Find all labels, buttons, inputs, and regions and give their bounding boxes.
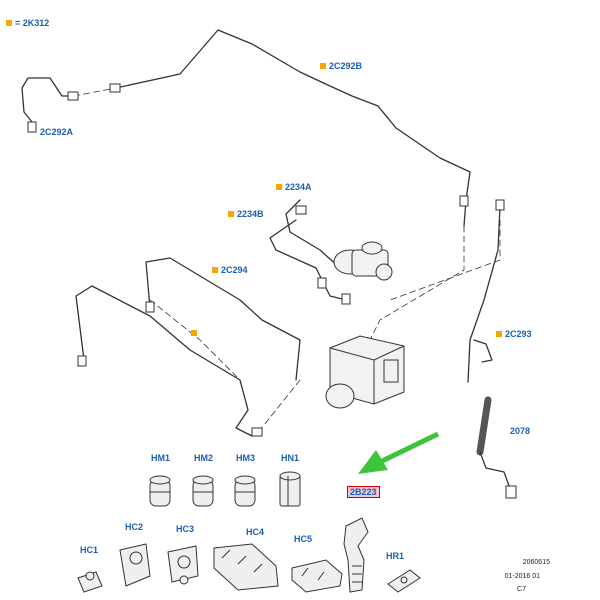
pipe-2c294-b (75, 285, 253, 437)
label-hm1: HM1 (151, 453, 171, 463)
fitting (145, 301, 155, 313)
pipe-2c293-loop (473, 339, 493, 363)
clip-hc1 (77, 571, 103, 593)
footer-ref-3: C7 (517, 586, 526, 593)
clip-hc4 (213, 543, 279, 591)
marker-icon (276, 183, 282, 190)
master-cylinder (333, 241, 393, 281)
pipe-2c292b (115, 29, 471, 227)
label-2c293: 2C293 (496, 329, 532, 339)
pipe-2c292a (21, 77, 75, 123)
pipe-2c294 (145, 257, 301, 381)
marker-icon (228, 210, 234, 217)
marker-icon (191, 329, 197, 336)
fitting (505, 485, 517, 499)
clip-hr1 (387, 569, 421, 593)
pipe-2234b (269, 219, 347, 301)
grommet-hm3 (234, 475, 256, 507)
label-2078: 2078 (510, 426, 530, 436)
footer-ref-1: 2060615 (522, 559, 550, 566)
grommet-hm2 (192, 475, 214, 507)
abs-module (325, 335, 405, 409)
footer-ref-2: 01-2016 01 (504, 573, 540, 580)
label-text: 2234B (237, 209, 264, 219)
label-hn1: HN1 (281, 453, 300, 463)
fitting (341, 293, 351, 305)
pointer-arrow (358, 431, 440, 474)
label-text: 2C292A (40, 127, 74, 137)
label-2234b: 2234B (228, 209, 264, 219)
label-hc1: HC1 (80, 545, 99, 555)
label-hm3: HM3 (236, 453, 256, 463)
routing-dashed-line (259, 379, 301, 431)
fitting (109, 83, 121, 93)
label-text: 2C294 (221, 265, 248, 275)
nut-hn1 (279, 471, 301, 507)
routing-dashed-line (389, 219, 501, 301)
label-text: 2078 (510, 426, 531, 436)
marker-icon (212, 266, 218, 273)
marker-icon (320, 62, 326, 69)
clip-hc2 (119, 543, 151, 587)
label-2234a: 2234A (276, 182, 312, 192)
label-hm2: HM2 (194, 453, 214, 463)
hose-2078 (476, 396, 492, 456)
routing-dashed-line (73, 87, 117, 97)
label-text: 2C292B (329, 61, 363, 71)
hose-2078-end (479, 451, 513, 495)
grommet-hm1 (149, 475, 171, 507)
clip-hc3 (167, 545, 199, 585)
label-hr1: HR1 (386, 551, 405, 561)
fitting (251, 427, 263, 437)
fitting (495, 199, 505, 211)
label-text: 2234A (285, 182, 312, 192)
fitting (295, 205, 307, 215)
fitting (27, 121, 37, 133)
fitting (459, 195, 469, 207)
pipe-2c293 (467, 205, 501, 383)
label-2c294: 2C294 (212, 265, 248, 275)
highlighted-part-label: 2B223 (347, 486, 380, 498)
marker-icon (6, 19, 12, 26)
legend-text: = 2K312 (15, 18, 50, 28)
pipe-2234a (285, 199, 341, 269)
label-2c292a: 2C292A (40, 127, 73, 137)
unlabeled-marker (191, 328, 200, 338)
bracket-2b223 (343, 517, 369, 593)
label-hc2: HC2 (125, 522, 144, 532)
fitting (317, 277, 327, 289)
label-text: 2C293 (505, 329, 532, 339)
label-2c292b: 2C292B (320, 61, 362, 71)
label-hc3: HC3 (176, 524, 195, 534)
routing-dashed-line (149, 299, 241, 381)
fitting (77, 355, 87, 367)
clip-hc5 (291, 559, 343, 593)
fitting (67, 91, 79, 101)
label-hc4: HC4 (246, 527, 265, 537)
label-hc5: HC5 (294, 534, 313, 544)
legend: = 2K312 (6, 18, 49, 28)
marker-icon (496, 330, 502, 337)
